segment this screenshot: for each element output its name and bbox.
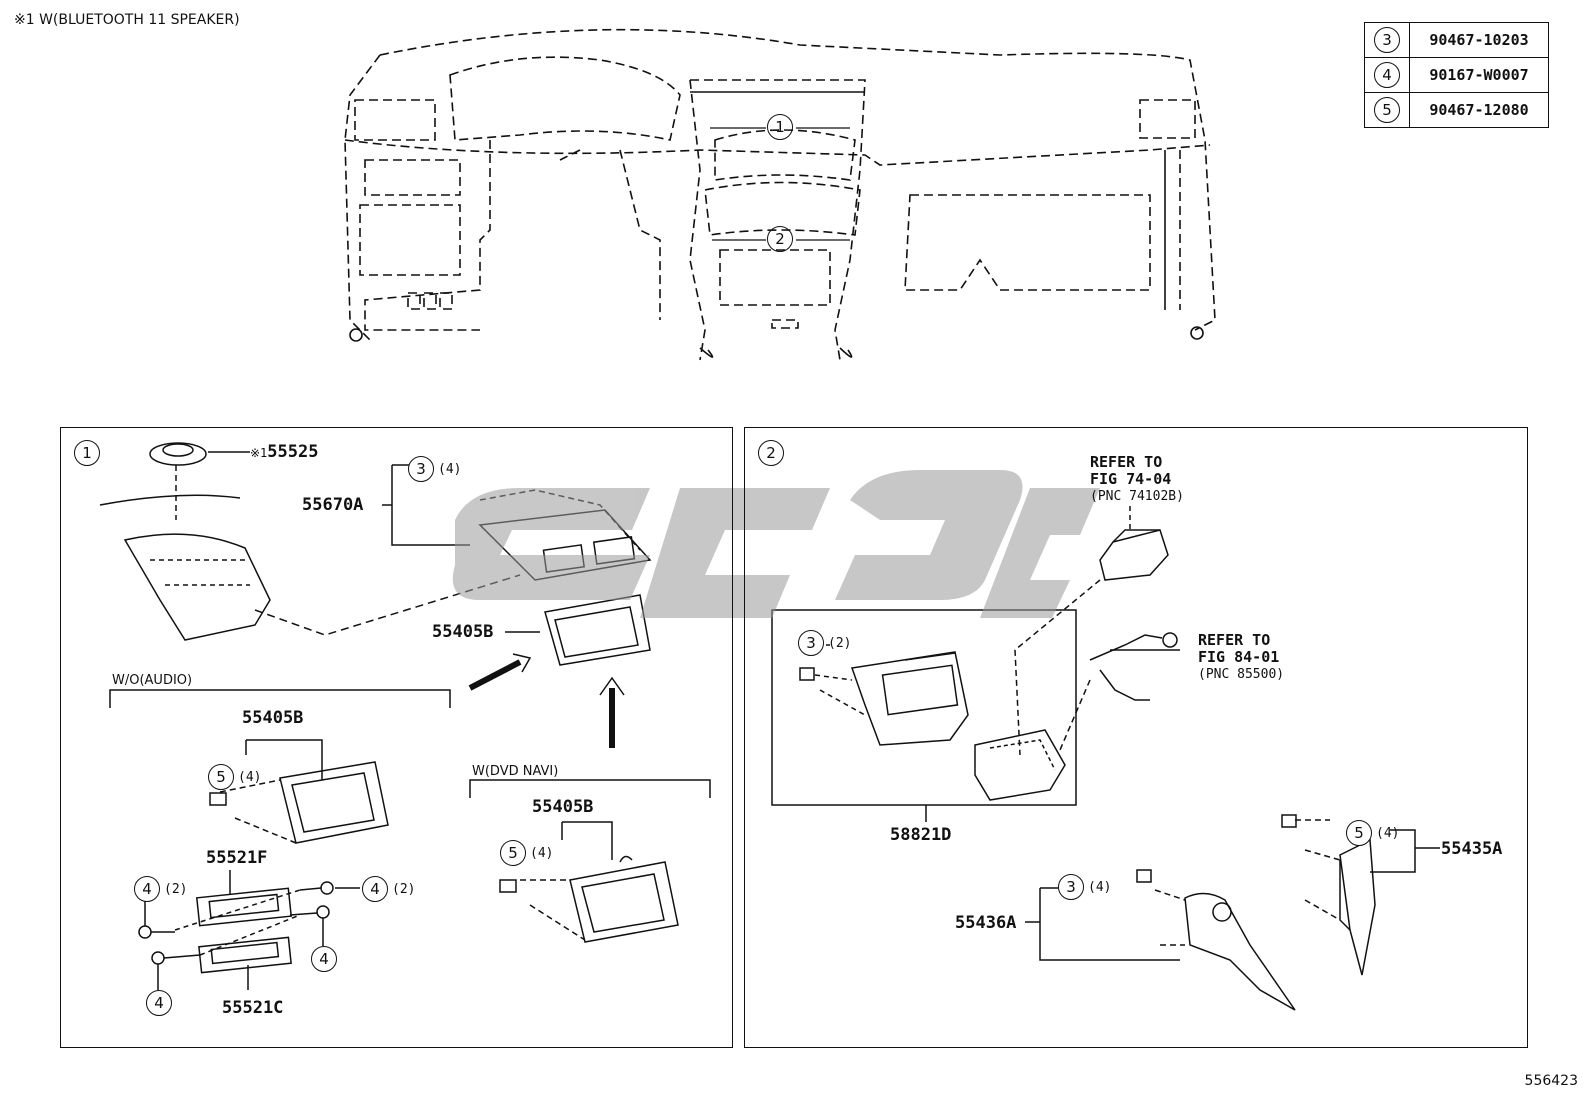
panel2-marker: 2 <box>758 440 784 466</box>
speaker-part: 55525 <box>267 442 319 462</box>
inner-bolt-qty: (2) <box>828 635 852 651</box>
speaker-prefix: ※1 <box>250 446 268 460</box>
screw-a-key[interactable]: 4 <box>311 946 337 972</box>
speaker-label[interactable]: ※155525 <box>250 442 318 462</box>
figure-number: 556423 <box>1524 1073 1578 1089</box>
right-trim-bolt-qty: (4) <box>1376 825 1400 841</box>
console-panel-label[interactable]: 58821D <box>890 825 952 845</box>
screw-right-key: 4 <box>362 876 388 902</box>
dvd-bolt-key: 5 <box>500 840 526 866</box>
watermark-logo <box>452 470 1100 618</box>
dvd-bolt-qty: (4) <box>530 845 554 861</box>
ref-fig-84-line2[interactable]: FIG 84-01 <box>1198 648 1280 666</box>
screw-left-callout[interactable]: 4 (2) <box>134 876 187 902</box>
left-trim-label[interactable]: 55436A <box>955 913 1017 933</box>
screw-right-callout[interactable]: 4 (2) <box>362 876 415 902</box>
screw-left-key: 4 <box>134 876 160 902</box>
center-panel-label[interactable]: 55405B <box>432 622 494 642</box>
ref-fig-74-line2[interactable]: FIG 74-04 <box>1090 470 1172 488</box>
screw-left-qty: (2) <box>164 881 188 897</box>
bolt-row: 4 90167-W0007 <box>1364 57 1549 93</box>
ref-fig-74-line1[interactable]: REFER TO <box>1090 453 1163 471</box>
bolt-part-number: 90167-W0007 <box>1409 57 1549 93</box>
area-leaders <box>710 127 850 241</box>
left-trim-bolt-callout[interactable]: 3 (4) <box>1058 874 1111 900</box>
right-trim-bolt-key: 5 <box>1346 820 1372 846</box>
vent-bolt-qty: (4) <box>438 461 462 477</box>
panel2-art <box>771 506 1440 1011</box>
wo-bolt-qty: (4) <box>238 769 262 785</box>
ref-fig-84-pnc: (PNC 85500) <box>1198 667 1285 682</box>
right-trim-label[interactable]: 55435A <box>1441 839 1503 859</box>
wo-bolt-key: 5 <box>208 764 234 790</box>
screw-right-qty: (2) <box>392 881 416 897</box>
pocket-c-label[interactable]: 55521C <box>222 998 284 1018</box>
dvd-bolt-callout[interactable]: 5 (4) <box>500 840 553 866</box>
wo-bolt-callout[interactable]: 5 (4) <box>208 764 261 790</box>
dvd-panel-label[interactable]: 55405B <box>532 797 594 817</box>
panel1-marker: 1 <box>74 440 100 466</box>
screw-b-key[interactable]: 4 <box>146 990 172 1016</box>
area-marker-1[interactable]: 1 <box>767 114 793 140</box>
header-note: ※1 W(BLUETOOTH 11 SPEAKER) <box>14 12 240 28</box>
inner-bolt-callout[interactable]: 3 (2) <box>798 630 851 656</box>
panel1-art <box>99 442 711 990</box>
area-marker-2[interactable]: 2 <box>767 226 793 252</box>
dashboard-solid-lines <box>349 91 1204 358</box>
wo-panel-label[interactable]: 55405B <box>242 708 304 728</box>
bolt-part-number: 90467-12080 <box>1409 92 1549 128</box>
bolt-row: 3 90467-10203 <box>1364 22 1549 58</box>
inner-bolt-key: 3 <box>798 630 824 656</box>
bolt-part-number: 90467-10203 <box>1409 22 1549 58</box>
vent-bolt-callout[interactable]: 3 (4) <box>408 456 461 482</box>
bolt-key-badge: 4 <box>1374 62 1400 88</box>
pocket-f-label[interactable]: 55521F <box>206 848 268 868</box>
bolt-row: 5 90467-12080 <box>1364 92 1549 128</box>
ref-fig-84-line1[interactable]: REFER TO <box>1198 631 1271 649</box>
bolt-reference-table: 3 90467-10203 4 90167-W0007 5 90467-1208… <box>1364 22 1549 128</box>
left-trim-bolt-key: 3 <box>1058 874 1084 900</box>
bolt-key-badge: 5 <box>1374 97 1400 123</box>
detail-panel-2 <box>744 427 1528 1048</box>
vent-part-label[interactable]: 55670A <box>302 495 364 515</box>
dashboard-outline <box>344 28 1216 361</box>
left-trim-bolt-qty: (4) <box>1088 879 1112 895</box>
ref-fig-74-pnc: (PNC 74102B) <box>1090 489 1184 504</box>
detail-panel-1 <box>60 427 733 1048</box>
right-trim-bolt-callout[interactable]: 5 (4) <box>1346 820 1399 846</box>
group-wo-audio: W/O(AUDIO) <box>112 673 193 688</box>
group-dvd-navi: W(DVD NAVI) <box>472 764 559 779</box>
vent-bolt-key: 3 <box>408 456 434 482</box>
bolt-key-badge: 3 <box>1374 27 1400 53</box>
